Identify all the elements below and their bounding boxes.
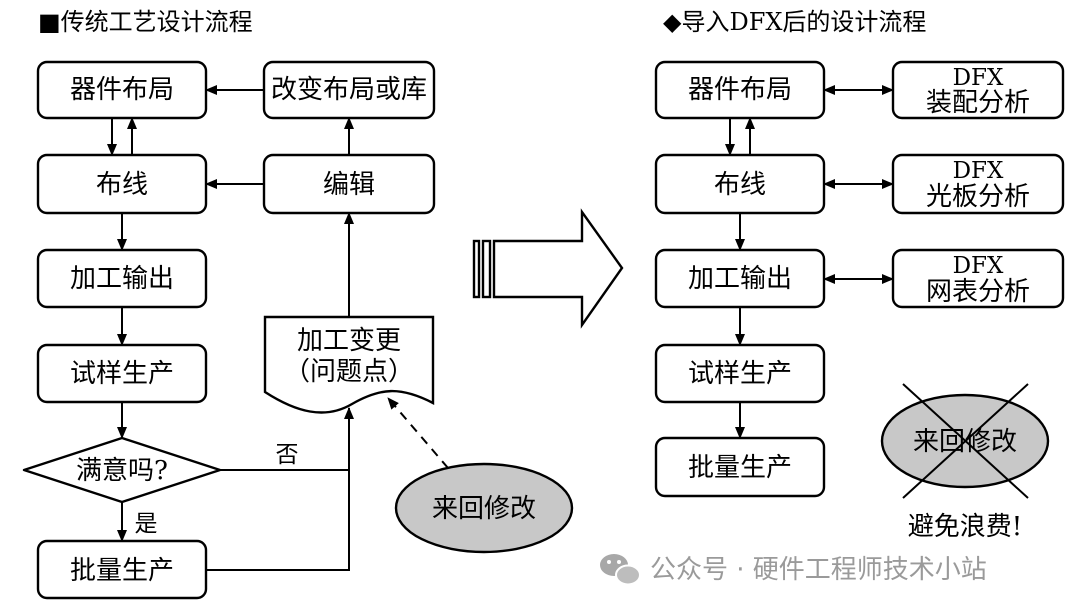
left-node-trial-label: 试样生产	[70, 359, 174, 389]
right-node-output-label: 加工输出	[688, 264, 792, 294]
left-node-eco-line1: 加工变更	[297, 326, 401, 356]
left-node-decision: 满意吗?	[22, 436, 222, 504]
right-node-dfx-netlist-line1: DFX	[953, 253, 1004, 279]
right-node-dfx-assembly: DFX 装配分析	[891, 60, 1065, 120]
right-node-mass-label: 批量生产	[688, 453, 792, 483]
left-label-no: 否	[276, 442, 299, 468]
right-node-dfx-assembly-line1: DFX	[953, 65, 1004, 91]
left-node-layout: 器件布局	[36, 60, 208, 120]
right-node-layout-label: 器件布局	[688, 75, 792, 105]
right-node-trial: 试样生产	[654, 343, 826, 404]
right-cross-line-b	[902, 383, 1029, 499]
left-line-mass-to-loop	[206, 470, 350, 571]
wechat-icon	[600, 554, 641, 586]
left-arrow-rework-to-eco	[387, 397, 449, 469]
left-node-routing-label: 布线	[96, 170, 148, 200]
right-node-mass: 批量生产	[654, 436, 826, 498]
left-panel-heading: ■传统工艺设计流程	[38, 8, 253, 36]
right-node-dfx-board-line2: 光板分析	[926, 182, 1030, 212]
left-node-decision-label: 满意吗?	[76, 456, 168, 486]
left-node-output: 加工输出	[36, 248, 208, 309]
left-node-layout-label: 器件布局	[70, 75, 174, 105]
left-node-edit: 编辑	[262, 153, 436, 215]
watermark: 公众号 · 硬件工程师技术小站	[600, 554, 987, 586]
left-node-output-label: 加工输出	[70, 264, 174, 294]
right-node-dfx-board: DFX 光板分析	[891, 153, 1065, 215]
left-node-mass: 批量生产	[36, 539, 208, 600]
right-node-output: 加工输出	[654, 248, 826, 309]
left-node-routing: 布线	[36, 153, 208, 215]
right-avoid-waste-label: 避免浪费!	[908, 512, 1022, 542]
left-node-rework-label: 来回修改	[432, 494, 536, 524]
right-node-trial-label: 试样生产	[688, 359, 792, 389]
left-node-change-lib-label: 改变布局或库	[271, 75, 427, 105]
right-panel-heading: ◆导入DFX后的设计流程	[663, 8, 926, 36]
left-node-edit-label: 编辑	[323, 170, 375, 200]
right-node-dfx-assembly-line2: 装配分析	[926, 88, 1030, 118]
right-node-dfx-netlist: DFX 网表分析	[891, 248, 1065, 309]
watermark-text: 公众号 · 硬件工程师技术小站	[650, 555, 987, 585]
right-node-layout: 器件布局	[654, 60, 826, 120]
transition-arrow	[472, 208, 624, 329]
right-node-dfx-netlist-line2: 网表分析	[926, 277, 1030, 307]
right-node-rework-crossed: 来回修改	[880, 383, 1050, 499]
right-node-routing-label: 布线	[714, 170, 766, 200]
left-node-eco-line2: （问题点）	[284, 357, 414, 387]
left-node-trial: 试样生产	[36, 343, 208, 404]
left-node-change-lib: 改变布局或库	[262, 60, 436, 120]
left-node-eco-document: 加工变更 （问题点）	[263, 315, 435, 414]
right-node-dfx-board-line1: DFX	[953, 158, 1004, 184]
left-label-yes: 是	[135, 511, 158, 537]
right-node-routing: 布线	[654, 153, 826, 215]
left-node-rework: 来回修改	[394, 462, 574, 554]
left-node-mass-label: 批量生产	[70, 556, 174, 586]
